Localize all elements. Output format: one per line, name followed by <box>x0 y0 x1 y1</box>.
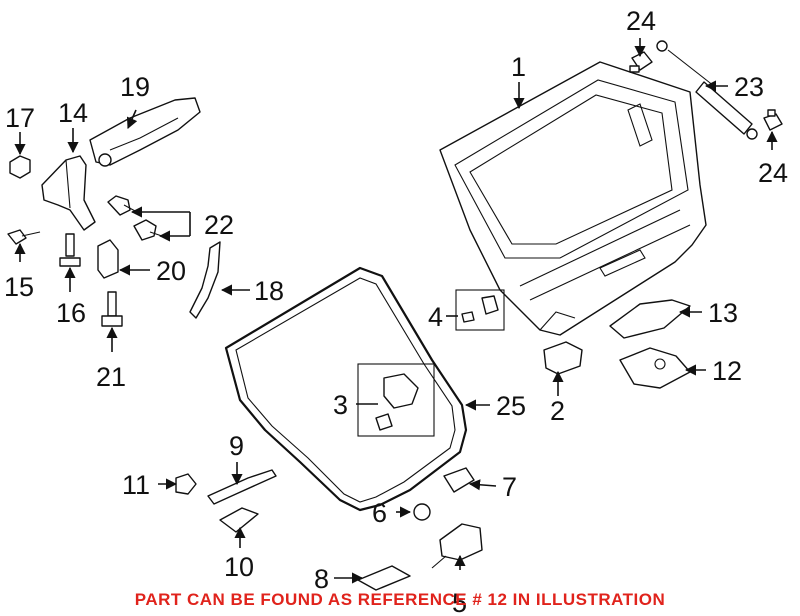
ball-stud-upper-part <box>629 51 653 73</box>
callout-24-upper: 24 <box>626 6 656 36</box>
switch-5-part <box>431 523 483 569</box>
callout-17: 17 <box>5 103 35 133</box>
callout-12: 12 <box>712 356 742 386</box>
trim-9-part <box>207 469 277 505</box>
weatherstrip-part <box>224 266 468 512</box>
trim-panel-18-part <box>189 241 221 319</box>
liftgate-part <box>439 61 707 336</box>
bumper-2-part <box>543 341 583 375</box>
callout-9: 9 <box>229 431 244 461</box>
latch-assembly-box <box>357 363 435 437</box>
striker-box <box>455 289 505 331</box>
callout-19: 19 <box>120 72 150 102</box>
callout-21: 21 <box>96 362 126 392</box>
hinge-arm-part <box>89 97 201 167</box>
nut-11-part <box>175 473 197 495</box>
callout-18: 18 <box>254 276 284 306</box>
callout-13: 13 <box>708 298 738 328</box>
bolt-15-part <box>7 229 41 245</box>
callout-22: 22 <box>204 210 234 240</box>
bracket-20-part <box>97 239 119 279</box>
handle-13-part <box>609 299 691 339</box>
bolt-16-part <box>59 233 81 267</box>
label-8-part <box>357 565 411 591</box>
callout-23: 23 <box>734 72 764 102</box>
callout-1: 1 <box>511 52 526 82</box>
lift-support-strut-part <box>656 40 758 140</box>
callout-3: 3 <box>333 390 348 420</box>
callout-8: 8 <box>314 564 329 594</box>
callout-5: 5 <box>452 588 467 616</box>
ball-stud-lower-part <box>763 109 783 131</box>
actuator-12-part <box>619 347 691 389</box>
nut-17-part <box>9 155 31 179</box>
callout-2: 2 <box>550 396 565 426</box>
reference-note: PART CAN BE FOUND AS REFERENCE # 12 IN I… <box>134 590 666 609</box>
callout-16: 16 <box>56 298 86 328</box>
callout-labels: 1 2 3 4 5 6 7 8 9 10 11 12 13 14 15 16 1… <box>4 6 788 616</box>
callout-25: 25 <box>496 391 526 421</box>
callout-7: 7 <box>502 472 517 502</box>
callout-11: 11 <box>122 470 150 500</box>
bolt-21-part <box>101 291 123 327</box>
hinge-bolt-lower-part <box>133 219 163 241</box>
callout-4: 4 <box>428 302 443 332</box>
callout-6: 6 <box>372 498 387 528</box>
leader-lines <box>14 38 778 584</box>
callout-24-lower: 24 <box>758 158 788 188</box>
callout-10: 10 <box>224 552 254 582</box>
cap-7-part <box>443 467 475 493</box>
hinge-part <box>41 155 96 231</box>
clip-10-part <box>219 507 259 533</box>
grommet-6-part <box>413 503 431 521</box>
callout-14: 14 <box>58 98 88 128</box>
callout-20: 20 <box>156 256 186 286</box>
callout-15: 15 <box>4 272 34 302</box>
